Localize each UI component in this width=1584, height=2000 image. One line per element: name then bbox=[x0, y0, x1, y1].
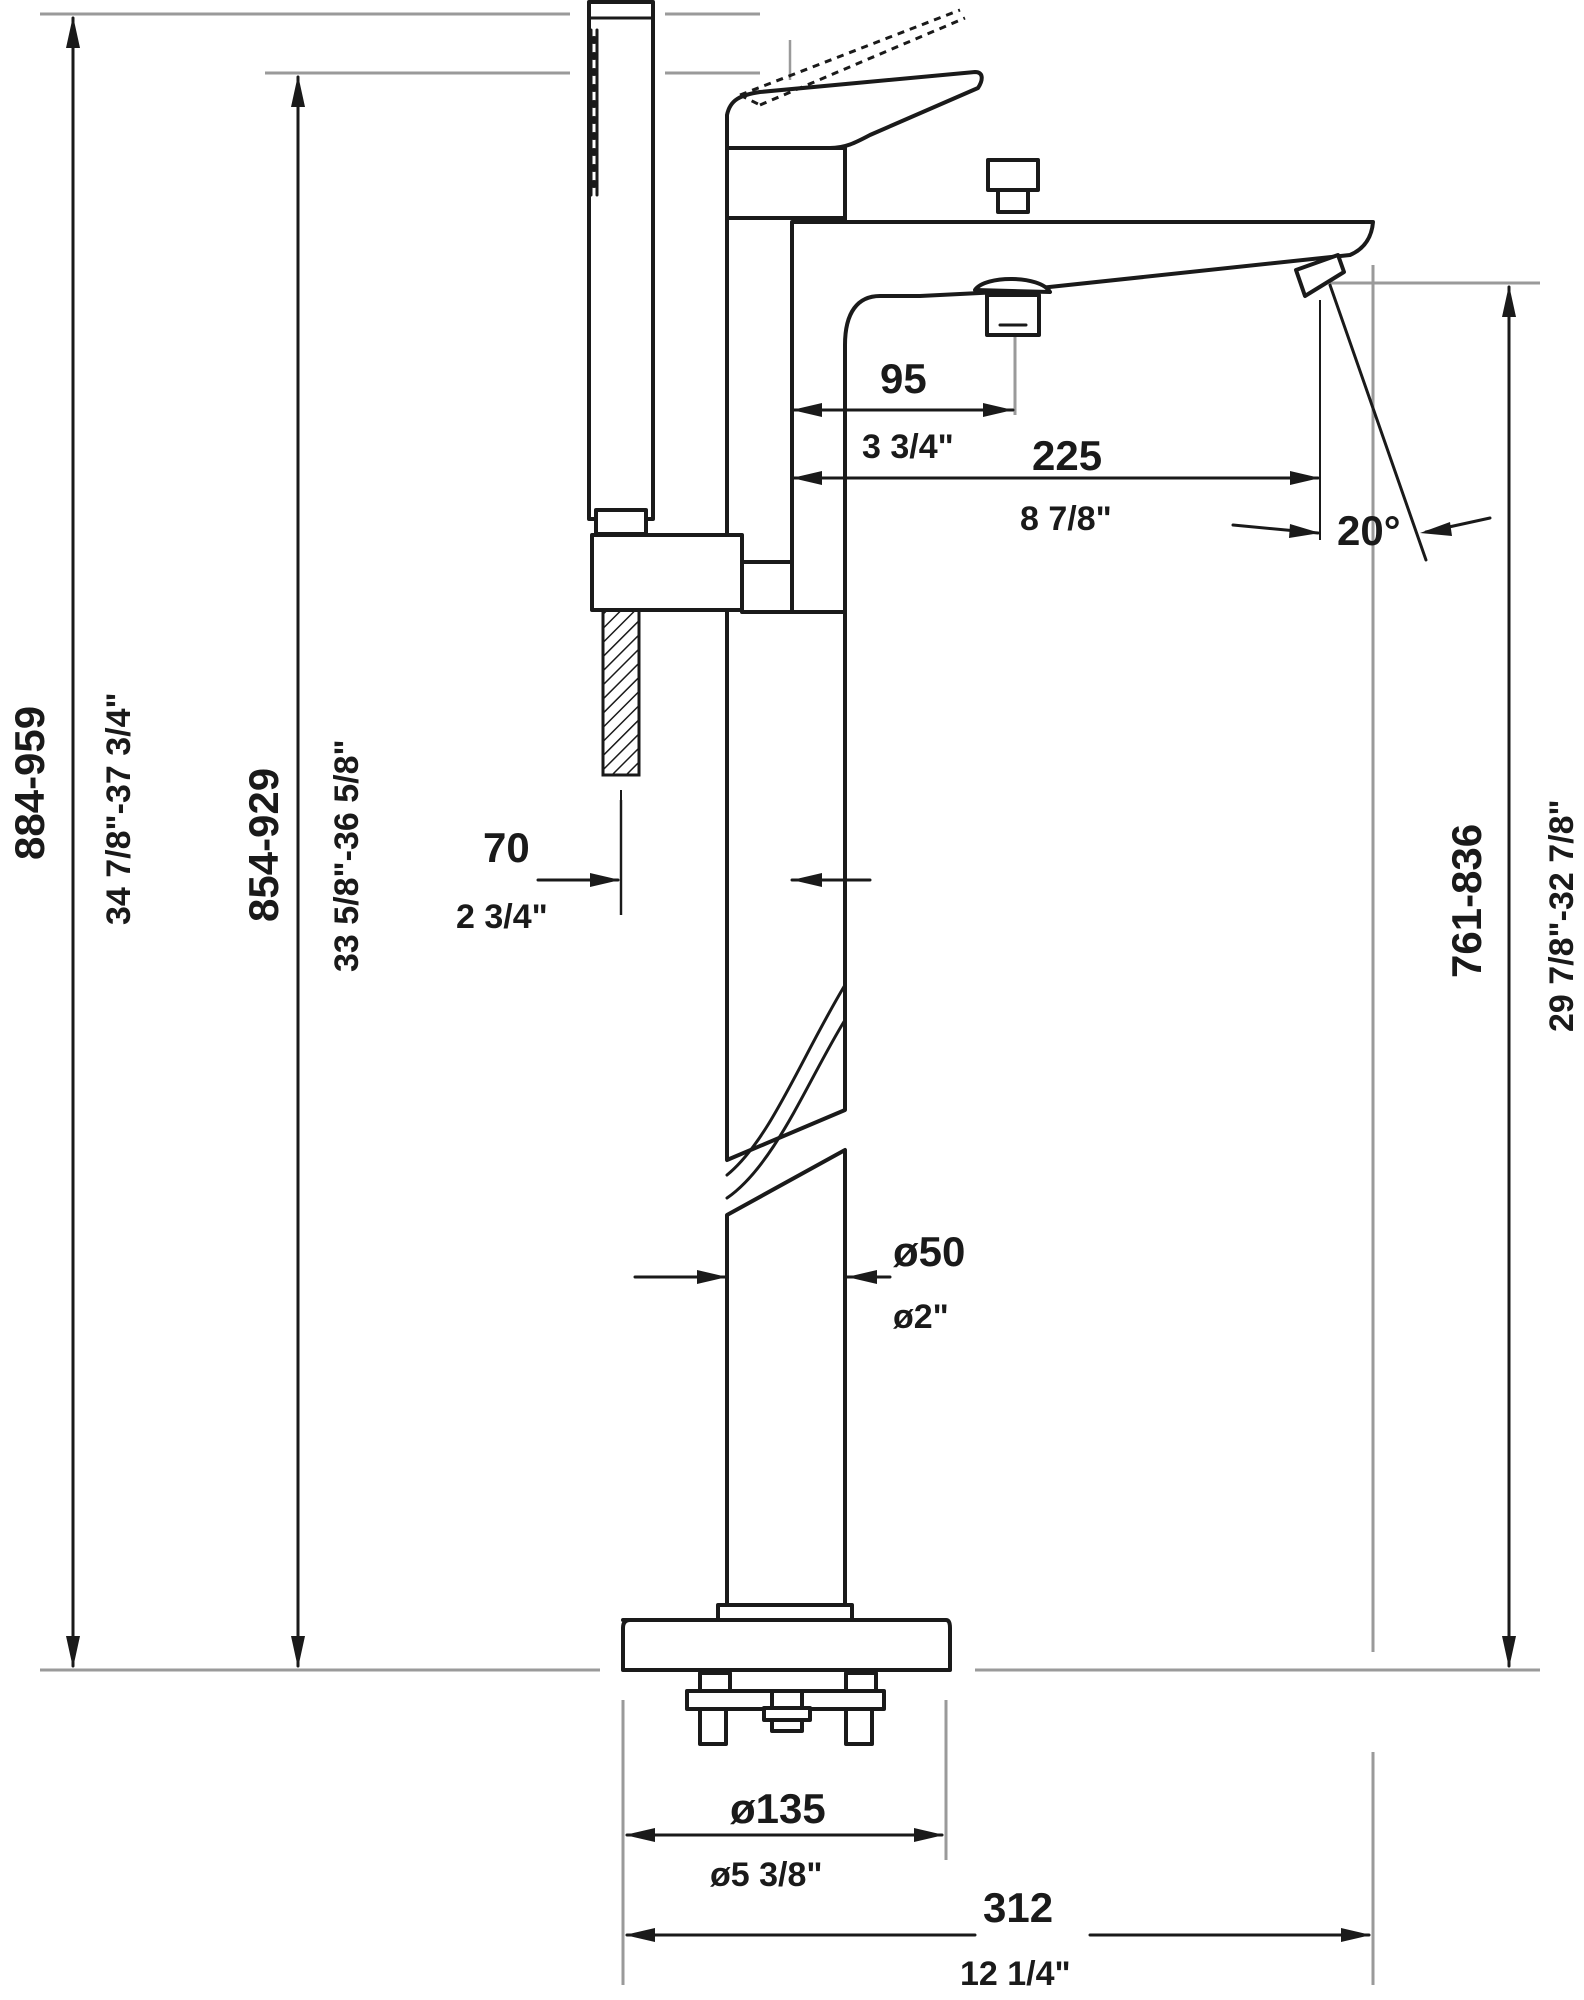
column-diameter-inch: ø2" bbox=[893, 1298, 949, 1336]
fixing-studs bbox=[685, 1671, 886, 1746]
diverter-offset-inch: 3 3/4" bbox=[862, 428, 954, 466]
diverter-offset-mm: 95 bbox=[880, 355, 927, 402]
lever-alt-position bbox=[739, 8, 966, 107]
spout-reach-inch: 8 7/8" bbox=[1020, 500, 1112, 538]
dimension-labels: 884-959 34 7/8"-37 3/4" 854-929 33 5/8"-… bbox=[6, 355, 1581, 1993]
column-lower bbox=[725, 1148, 847, 1614]
diverter-knob bbox=[986, 158, 1040, 192]
lever-height-inch: 33 5/8"-36 5/8" bbox=[328, 739, 366, 972]
hand-shower bbox=[587, 0, 655, 536]
spout-reach-mm: 225 bbox=[1032, 432, 1102, 479]
mixer-outline bbox=[587, 0, 1428, 1746]
overall-width-inch: 12 1/4" bbox=[960, 1955, 1071, 1993]
spout-angle-label: 20° bbox=[1337, 507, 1401, 554]
handshower-offset-mm: 70 bbox=[483, 824, 530, 871]
overall-width-mm: 312 bbox=[983, 1884, 1053, 1931]
column-diameter-mm: ø50 bbox=[893, 1228, 965, 1275]
base-plate bbox=[621, 1618, 952, 1672]
base-diameter-inch: ø5 3/8" bbox=[710, 1856, 823, 1894]
overall-height-inch: 34 7/8"-37 3/4" bbox=[100, 692, 138, 925]
bath-spout bbox=[790, 220, 1375, 614]
shower-holder bbox=[590, 533, 744, 612]
overall-height-mm: 884-959 bbox=[6, 706, 53, 860]
handshower-offset-inch: 2 3/4" bbox=[456, 898, 548, 936]
lever-handle bbox=[725, 70, 984, 150]
spout-height-mm: 761-836 bbox=[1443, 824, 1490, 978]
base-diameter-mm: ø135 bbox=[730, 1785, 826, 1832]
lever-height-mm: 854-929 bbox=[240, 768, 287, 922]
spout-height-inch: 29 7/8"-32 7/8" bbox=[1543, 799, 1581, 1032]
dimension-lines bbox=[66, 16, 1516, 1942]
hose bbox=[601, 608, 641, 777]
